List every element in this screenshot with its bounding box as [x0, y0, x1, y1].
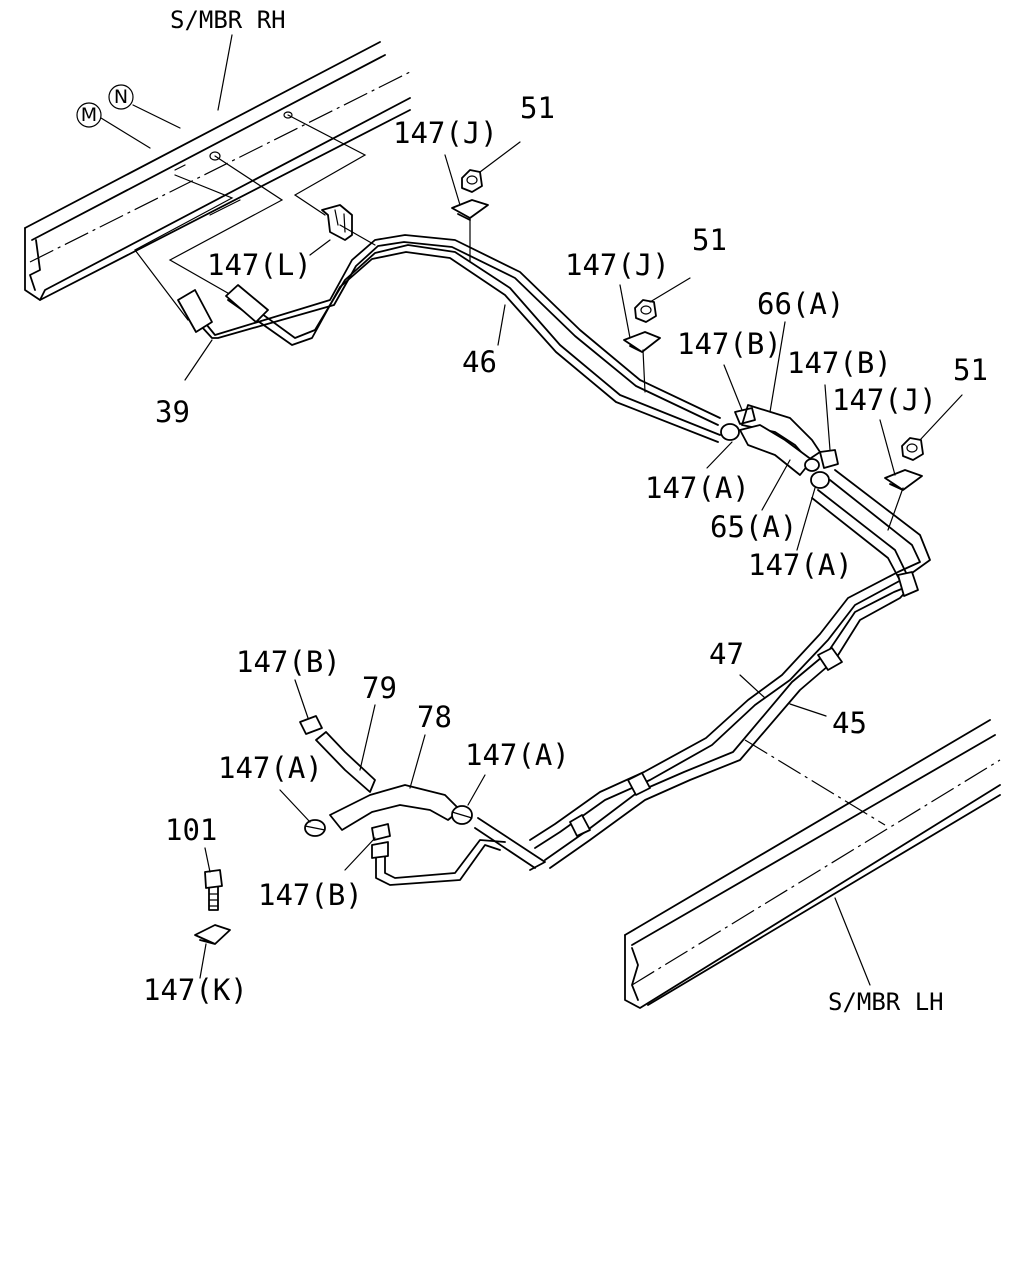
label-smbr-rh: S/MBR RH [170, 6, 286, 34]
pipe-47 [529, 469, 931, 849]
clamp-147b-bottom-2 [371, 823, 391, 841]
label-147b-3: 147(B) [236, 645, 341, 679]
label-147j-2: 147(J) [565, 248, 670, 282]
marker-m: M [76, 102, 151, 149]
clip-147l [321, 204, 353, 241]
side-member-lh [624, 719, 1001, 1009]
nut-51-b [634, 299, 657, 323]
clamp-147b-bottom-1 [299, 715, 323, 735]
pipe-39 [177, 234, 721, 426]
clamp-147a-bottom-2 [451, 805, 473, 825]
label-147a-3: 147(A) [218, 751, 323, 785]
marker-n: N [108, 84, 181, 129]
label-79: 79 [362, 671, 397, 705]
hose-79 [315, 731, 376, 793]
label-147b-4: 147(B) [258, 878, 363, 912]
label-101: 101 [165, 813, 217, 847]
clamp-147a-bottom-1 [304, 819, 326, 837]
marker-n-text: N [114, 86, 128, 108]
clip-147j-1 [451, 199, 489, 263]
labels: S/MBR RH S/MBR LH 39 46 47 45 79 78 101 … [143, 6, 988, 1016]
label-51-a: 51 [520, 91, 555, 125]
label-147j-1: 147(J) [393, 116, 498, 150]
hose-78 [329, 784, 461, 831]
label-39: 39 [155, 395, 190, 429]
label-78: 78 [417, 700, 452, 734]
label-65a: 65(A) [710, 510, 797, 544]
label-147j-3: 147(J) [832, 383, 937, 417]
marker-m-text: M [81, 104, 97, 126]
label-147a-2: 147(A) [748, 548, 853, 582]
label-66a: 66(A) [757, 287, 844, 321]
bolt-101 [204, 869, 223, 911]
label-51-b: 51 [692, 223, 727, 257]
clamp-147a-junction [720, 423, 830, 489]
label-147k: 147(K) [143, 973, 248, 1007]
clip-147j-2 [623, 331, 661, 393]
pipe-46 [225, 244, 721, 443]
label-47: 47 [709, 637, 744, 671]
label-147b-2: 147(B) [787, 346, 892, 380]
label-45: 45 [832, 706, 867, 740]
clamp-147b-junction [734, 407, 839, 469]
pipe-45 [544, 489, 919, 869]
nut-51-c [901, 437, 924, 461]
clip-147j-3 [884, 469, 923, 531]
bottom-pipe [371, 817, 546, 886]
label-51-c: 51 [953, 353, 988, 387]
side-member-rh [24, 41, 411, 301]
label-46: 46 [462, 345, 497, 379]
label-147a-1: 147(A) [645, 471, 750, 505]
label-smbr-lh: S/MBR LH [828, 988, 944, 1016]
nut-51-a [461, 169, 483, 193]
label-147a-4: 147(A) [465, 738, 570, 772]
label-147b-1: 147(B) [677, 327, 782, 361]
clip-147k [194, 924, 231, 945]
label-147l: 147(L) [207, 248, 312, 282]
leader-lines [184, 141, 963, 979]
